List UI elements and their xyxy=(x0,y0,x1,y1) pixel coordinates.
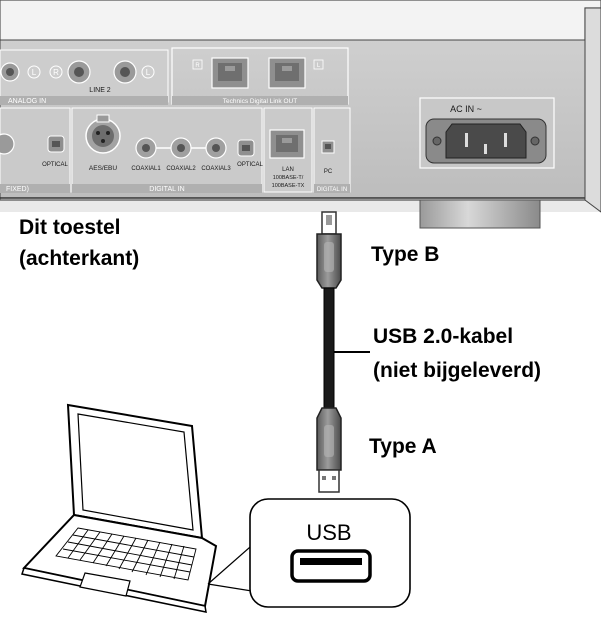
left-mark-2: L xyxy=(146,68,151,77)
coaxial1-label: COAXIAL1 xyxy=(131,166,161,172)
optical-port-digital xyxy=(237,139,255,157)
laptop-trackpad xyxy=(79,572,131,597)
pc-label: PC xyxy=(324,169,333,175)
rca-jack-right-1 xyxy=(67,60,91,84)
aes-ebu-connector xyxy=(85,114,121,154)
usb-port-inset: USB xyxy=(207,498,411,608)
cable-name-line2: (niet bijgeleverd) xyxy=(373,359,542,382)
usb-cable xyxy=(316,211,370,493)
line2-label: LINE 2 xyxy=(89,87,111,94)
usb-type-a-plug xyxy=(316,407,342,493)
lan-speed-2: 100BASE-TX xyxy=(272,183,305,189)
type-a-label: Type A xyxy=(369,435,437,458)
laptop xyxy=(21,403,218,613)
device-rear-panel: L R L LINE 2 ANALOG IN R L Technics Digi… xyxy=(0,0,601,229)
lan-speed-1: 100BASE-T/ xyxy=(273,175,304,181)
fixed-label: FIXED) xyxy=(6,186,29,193)
device-label-line1: Dit toestel xyxy=(19,216,121,239)
optical-digital-label: OPTICAL xyxy=(237,162,263,168)
optical-fixed-label: OPTICAL xyxy=(42,162,68,168)
right-mark-1: R xyxy=(53,68,59,77)
left-mark-1: L xyxy=(32,68,37,77)
optical-port-fixed xyxy=(47,135,65,153)
analog-in-label: ANALOG IN xyxy=(8,98,46,105)
digital-link-port-r xyxy=(211,57,249,89)
laptop-keyboard xyxy=(55,527,197,581)
digital-link-r-mark: R xyxy=(195,63,200,69)
rca-jack-left-1 xyxy=(0,62,20,82)
rca-jack-left-2 xyxy=(113,60,137,84)
lan-label: LAN xyxy=(282,167,294,173)
usb-b-port xyxy=(321,140,335,154)
usb-a-port-icon xyxy=(290,549,372,583)
device-label-line2: (achterkant) xyxy=(19,247,140,270)
coaxial3-label: COAXIAL3 xyxy=(201,166,231,172)
type-b-label: Type B xyxy=(371,243,440,266)
digital-link-out-label: Technics Digital Link OUT xyxy=(223,98,297,105)
digital-in-pc-label: DIGITAL IN xyxy=(317,187,347,193)
digital-link-l-mark: L xyxy=(317,63,321,69)
coaxial-jack-3 xyxy=(205,137,227,159)
coaxial-jack-1 xyxy=(135,137,157,159)
cable-name-line1: USB 2.0-kabel xyxy=(373,325,514,348)
coaxial-jack-2 xyxy=(170,137,192,159)
ac-in-label: AC IN ~ xyxy=(450,104,482,114)
digital-in-label: DIGITAL IN xyxy=(149,186,184,193)
usb-inset-label: USB xyxy=(306,520,351,545)
coaxial2-label: COAXIAL2 xyxy=(166,166,196,172)
usb-type-b-plug xyxy=(316,211,342,289)
lan-port xyxy=(269,129,305,159)
digital-link-port-l xyxy=(268,57,306,89)
ac-inlet xyxy=(425,118,547,164)
aes-ebu-label: AES/EBU xyxy=(89,165,117,172)
coaxial-jack-fixed xyxy=(0,133,15,155)
